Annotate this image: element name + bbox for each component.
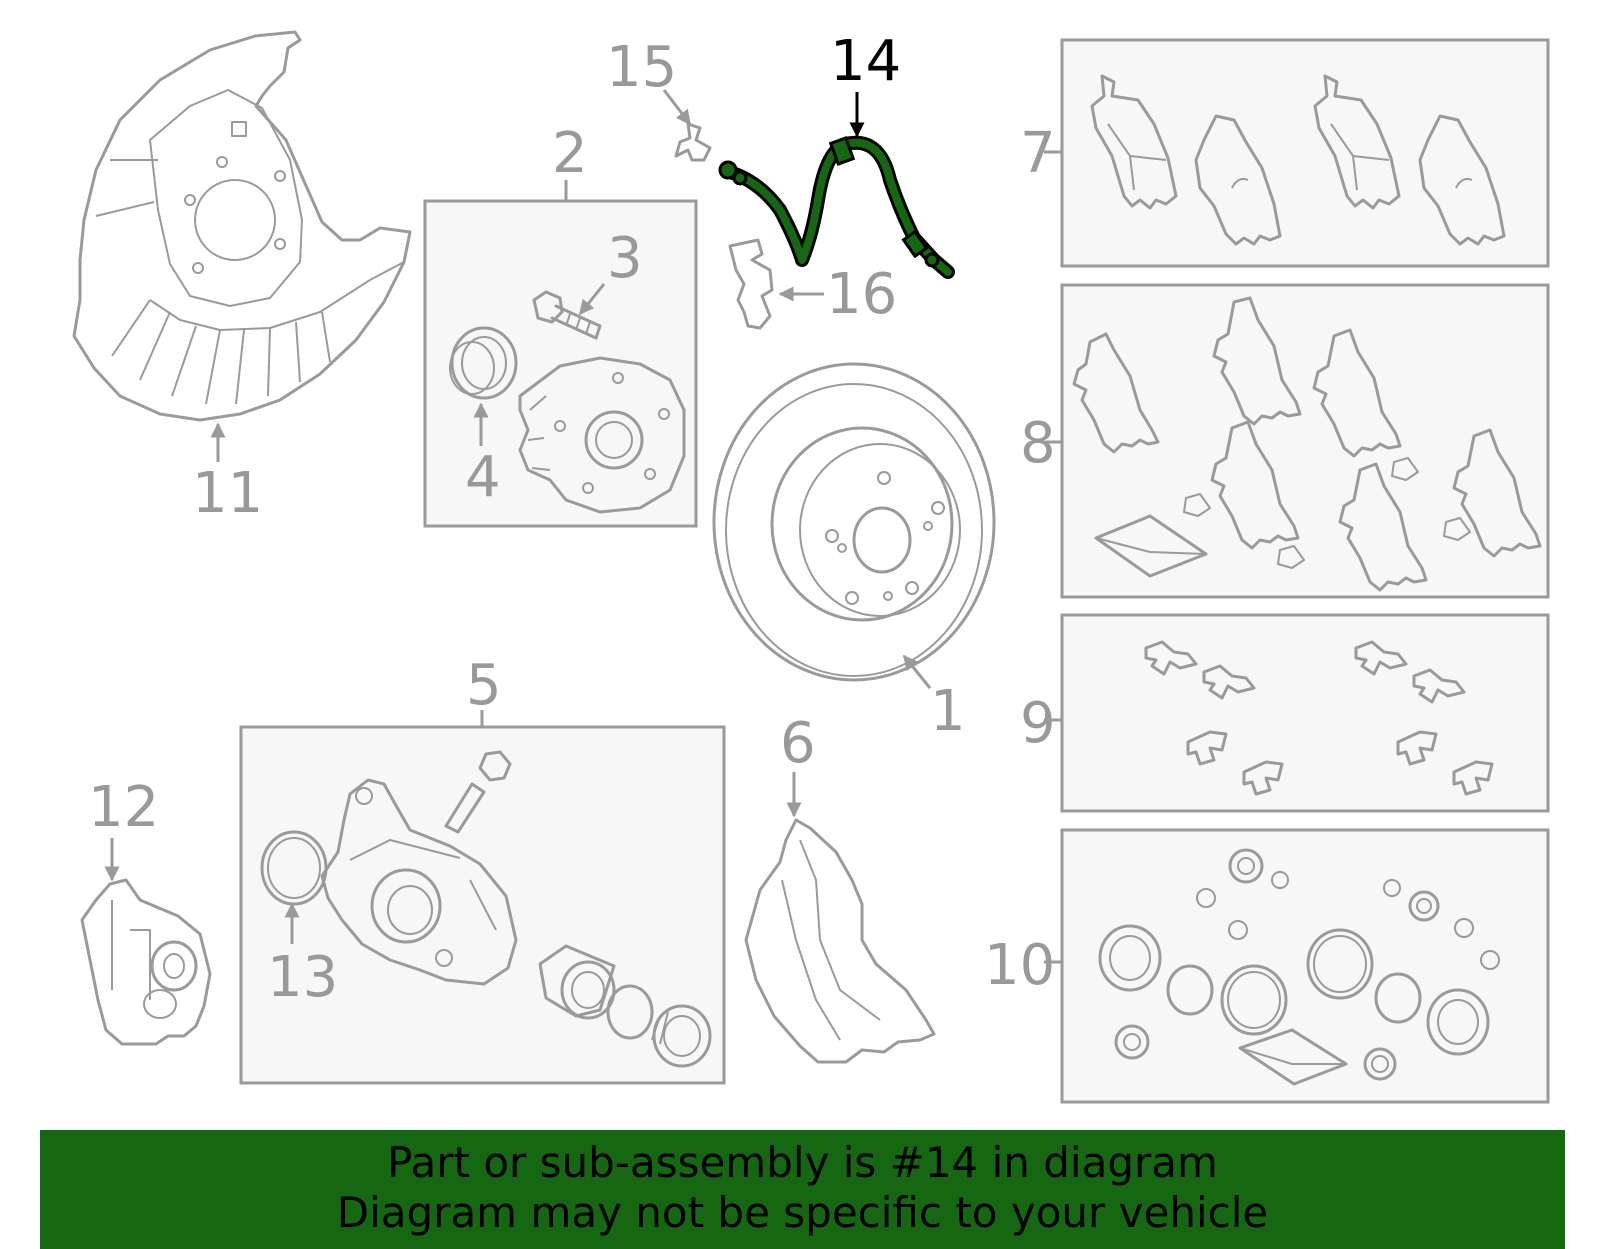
svg-text:12: 12 bbox=[88, 775, 159, 840]
svg-text:4: 4 bbox=[465, 445, 501, 510]
svg-text:5: 5 bbox=[466, 653, 502, 718]
banner-line-disclaimer: Diagram may not be specific to your vehi… bbox=[336, 1188, 1269, 1237]
box-seal-kit-10 bbox=[1060, 828, 1550, 1104]
part-4-bearing-ring bbox=[449, 326, 518, 400]
svg-text:14: 14 bbox=[830, 29, 901, 94]
svg-text:3: 3 bbox=[607, 226, 643, 291]
part-9-anti-rattle-clips bbox=[1144, 640, 1494, 796]
callout-12: 12 bbox=[88, 775, 159, 882]
part-12-caliper bbox=[80, 878, 212, 1046]
callout-16: 16 bbox=[778, 262, 897, 327]
svg-text:11: 11 bbox=[192, 461, 263, 526]
callout-3: 3 bbox=[578, 226, 643, 316]
svg-text:15: 15 bbox=[606, 35, 677, 100]
part-16-bracket bbox=[728, 238, 774, 330]
info-banner: Part or sub-assembly is #14 in diagram D… bbox=[40, 1130, 1565, 1249]
box-pads-8 bbox=[1060, 283, 1550, 599]
callout-13: 13 bbox=[267, 902, 338, 1010]
part-6-caliper-bracket bbox=[744, 818, 936, 1064]
box-hub-assembly bbox=[423, 199, 698, 528]
svg-text:10: 10 bbox=[984, 933, 1055, 998]
svg-text:8: 8 bbox=[1020, 411, 1056, 476]
svg-text:6: 6 bbox=[780, 711, 816, 776]
callout-7: 7 bbox=[1020, 121, 1062, 186]
part-11-dust-shield bbox=[72, 30, 412, 422]
svg-text:7: 7 bbox=[1020, 121, 1056, 186]
svg-text:16: 16 bbox=[826, 262, 897, 327]
callout-1: 1 bbox=[902, 654, 966, 744]
svg-text:13: 13 bbox=[267, 945, 338, 1010]
callout-8: 8 bbox=[1020, 411, 1062, 476]
part-2-hub-bearing bbox=[518, 356, 686, 514]
brake-parts-diagram: 11 2 3 4 15 bbox=[72, 29, 1550, 1104]
callout-5: 5 bbox=[466, 653, 502, 727]
svg-text:1: 1 bbox=[930, 679, 966, 744]
part-7-brake-pads bbox=[1090, 74, 1506, 246]
part-14-brake-hose bbox=[718, 135, 955, 279]
banner-line-part-number: Part or sub-assembly is #14 in diagram bbox=[387, 1138, 1218, 1187]
part-5-piston bbox=[538, 944, 712, 1068]
part-3-hub-bolt bbox=[532, 290, 602, 340]
part-15-hose-clip bbox=[674, 122, 712, 162]
callout-2: 2 bbox=[552, 121, 588, 201]
callout-15: 15 bbox=[606, 35, 692, 126]
callout-11: 11 bbox=[192, 422, 263, 526]
callout-4: 4 bbox=[465, 402, 501, 510]
part-8-brake-pad-kit bbox=[1072, 296, 1542, 592]
callout-10: 10 bbox=[984, 933, 1062, 998]
box-clips-9 bbox=[1060, 613, 1550, 813]
part-10-seal-kit bbox=[1098, 848, 1500, 1086]
svg-text:2: 2 bbox=[552, 121, 588, 186]
callout-6: 6 bbox=[780, 711, 816, 818]
callout-14: 14 bbox=[830, 29, 901, 138]
callout-9: 9 bbox=[1020, 691, 1062, 756]
part-1-brake-rotor bbox=[712, 362, 996, 682]
box-pads-7 bbox=[1060, 38, 1550, 268]
svg-text:9: 9 bbox=[1020, 691, 1056, 756]
